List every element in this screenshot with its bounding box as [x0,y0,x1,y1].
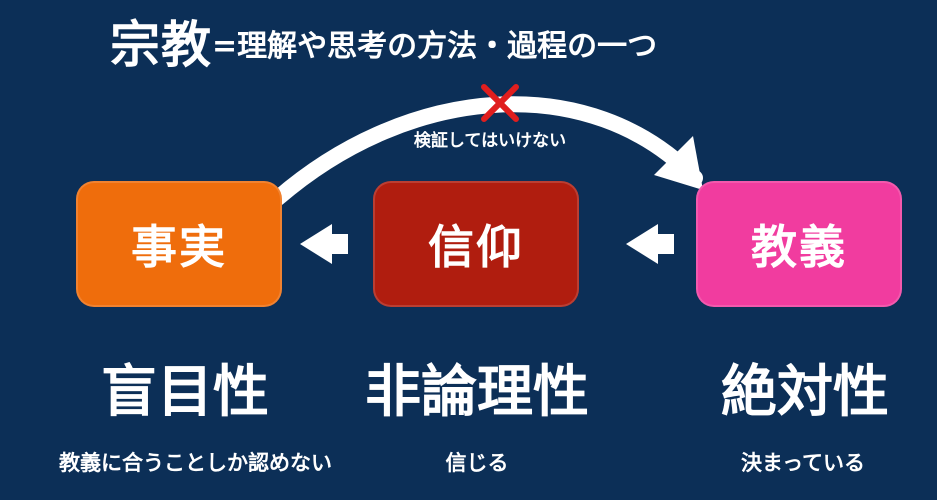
page-title: 宗教=理解や思考の方法・過程の一つ [110,12,910,78]
faith-description: 信じる [445,451,509,475]
doctrine-to-faith-arrow-icon [626,224,674,264]
faith-box: 信仰 [373,181,579,307]
fact-box-label: 事実 [131,220,227,274]
fact-description: 教義に合うことしか認めない [59,451,332,475]
faith-box-label: 信仰 [428,220,524,274]
fact-box: 事実 [76,181,282,307]
forbidden-x-icon [481,84,519,122]
title-subtitle: =理解や思考の方法・過程の一つ [212,29,658,64]
verification-note: 検証してはいけない [413,131,567,151]
faith-to-fact-arrow-icon [300,224,348,264]
arc-arrowhead-icon [654,136,703,190]
faith-trait: 非論理性 [365,360,589,425]
title-main: 宗教 [110,16,212,74]
doctrine-description: 決まっている [740,451,866,475]
fact-trait: 盲目性 [101,360,269,425]
doctrine-box-label: 教義 [751,220,847,274]
doctrine-box: 教義 [696,181,902,307]
doctrine-trait: 絶対性 [721,360,889,425]
